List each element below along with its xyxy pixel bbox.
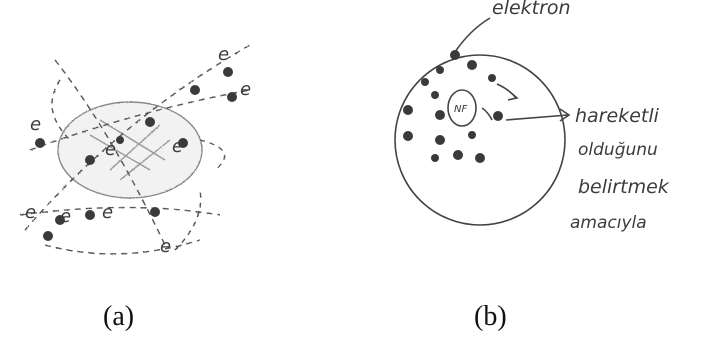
electron-label: e (30, 114, 41, 135)
electron-dot (435, 135, 445, 145)
electron-dot (467, 60, 477, 70)
electron-dot (493, 111, 503, 121)
caption-b: (b) (474, 301, 507, 333)
motion-arrow (497, 84, 517, 100)
annotation-line: belirtmek (578, 176, 670, 198)
nucleus-label: NF (454, 104, 467, 115)
orbit-path (175, 190, 201, 250)
electron-label: e (218, 44, 229, 65)
caption-a: (a) (103, 301, 134, 333)
electron-label: e (172, 136, 183, 157)
electron-dot (431, 91, 439, 99)
electron-dot (468, 131, 476, 139)
electron-label: e (25, 202, 36, 223)
motion-arrow (482, 108, 492, 120)
annotation-line: hareketli (575, 105, 660, 127)
electron-dot (85, 155, 95, 165)
atom-outline (395, 55, 565, 225)
electron-dot (150, 207, 160, 217)
electron-dot (435, 110, 445, 120)
electron-dot (453, 150, 463, 160)
electron-pointer-arrow (455, 18, 490, 52)
electron-label: e (60, 206, 71, 227)
annotation-line: amacıyla (570, 213, 647, 233)
electron-dot (116, 136, 124, 144)
electron-dot (450, 50, 460, 60)
orbit-path (20, 208, 220, 216)
electron-dot (488, 74, 496, 82)
electron-dot (85, 210, 95, 220)
electron-label: elektron (492, 0, 571, 19)
orbit-path (45, 240, 200, 254)
electron-label: e (160, 236, 171, 257)
electron-label: e (105, 139, 116, 160)
annotation-line: olduğunu (578, 140, 658, 160)
electron-label: e (102, 202, 113, 223)
electron-dot (421, 78, 429, 86)
orbit-path (200, 140, 225, 170)
electron-dot (475, 153, 485, 163)
electron-dot (223, 67, 233, 77)
electron-dot (436, 66, 444, 74)
electron-dot (403, 131, 413, 141)
electron-dot (43, 231, 53, 241)
electron-dot (145, 117, 155, 127)
panel-a-drawing: e e e e e e e e e (0, 0, 280, 290)
electron-dot (431, 154, 439, 162)
panel-b-drawing: NF elektron hareketli olduğunu belirtmek… (380, 0, 726, 290)
electron-dot (227, 92, 237, 102)
electron-label: e (240, 79, 251, 100)
electron-dot (35, 138, 45, 148)
electron-dot (190, 85, 200, 95)
electron-dot (403, 105, 413, 115)
